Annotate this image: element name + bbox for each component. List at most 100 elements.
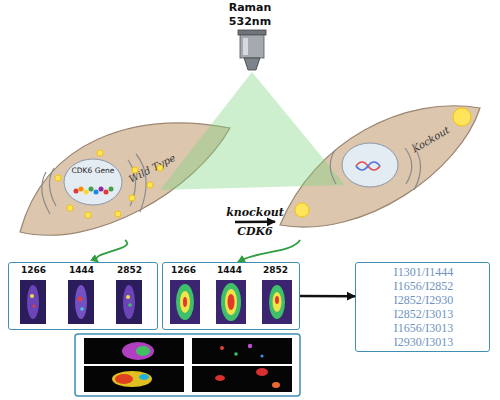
dna-strand <box>356 162 380 170</box>
raman-map-image <box>170 280 200 324</box>
flow-arrow <box>300 295 355 298</box>
stained-spot <box>215 375 225 381</box>
cell-map <box>27 285 39 319</box>
ratio-box: I1301/I1444I1656/I2852I2852/I2930I2852/I… <box>355 262 490 352</box>
cell-label: Wild Type <box>127 152 177 185</box>
wavenumber-label: 2852 <box>117 266 142 276</box>
objective-tip <box>244 58 260 70</box>
map-spot <box>32 304 35 307</box>
lipid-droplet <box>67 205 73 211</box>
stained-cell <box>112 371 152 387</box>
er-membrane <box>412 144 421 190</box>
fluorescence-image <box>84 338 184 364</box>
cell-membrane <box>20 123 230 235</box>
dna-bead <box>109 187 114 192</box>
cell-map <box>75 285 87 319</box>
ratio-label: I1656/I2852 <box>356 280 491 293</box>
ratio-label: I2852/I3013 <box>356 308 491 321</box>
stained-spot <box>220 346 224 350</box>
stained-spot <box>272 382 280 388</box>
stained-nucleus <box>136 346 150 356</box>
cell-map-core <box>273 292 282 312</box>
cell-map-core <box>180 291 190 313</box>
flow-arrow <box>238 240 300 262</box>
flow-arrow <box>235 221 275 224</box>
cell-map <box>221 283 241 321</box>
objective-highlight <box>243 38 248 55</box>
node-outline <box>63 158 123 206</box>
ratio-label: I2930/I3013 <box>356 336 491 349</box>
stained-spot <box>256 368 268 376</box>
dna-bead <box>84 190 89 195</box>
wavenumber-label: 2852 <box>263 266 288 276</box>
node-outline <box>15 120 235 240</box>
nucleus: CDK6 Gene <box>63 158 123 206</box>
wavenumber-label: 1444 <box>69 266 94 276</box>
lipid-droplet <box>55 175 61 181</box>
ratio-label: I2852/I2930 <box>356 294 491 307</box>
lipid-droplet <box>147 182 153 188</box>
knockout-cell: Kockout <box>275 100 485 240</box>
map-spot <box>30 294 34 298</box>
ratio-label: I1301/I1444 <box>356 266 491 279</box>
flow-arrow <box>96 240 127 262</box>
cell-map <box>269 285 285 319</box>
cell-map-peak <box>228 294 235 310</box>
raman-map-image <box>216 280 246 324</box>
wavenumber-label: 1266 <box>21 266 46 276</box>
raman-map-image <box>20 280 46 324</box>
dna-bead <box>79 187 84 192</box>
stained-cell <box>122 342 154 360</box>
objective-body <box>240 35 264 58</box>
dna-bead <box>99 187 104 192</box>
er-membrane <box>405 148 412 184</box>
instrument-label: Raman <box>210 2 290 14</box>
map-spot <box>78 297 83 302</box>
cell-map-core <box>225 289 237 315</box>
raman-map-image <box>68 280 94 324</box>
raman-map-image <box>262 280 292 324</box>
lipid-droplet <box>115 211 121 217</box>
lipid-droplet <box>97 150 103 156</box>
stained-spot <box>260 354 263 357</box>
node-outline <box>275 100 485 240</box>
objective-ring <box>238 30 266 35</box>
lipid-droplet <box>157 165 163 171</box>
stained-spot <box>139 374 149 380</box>
er-membrane <box>128 160 136 206</box>
lipid-droplet <box>132 167 138 173</box>
cell-map-peak <box>183 297 187 307</box>
map-spot <box>126 295 130 299</box>
er-membrane <box>49 168 56 206</box>
laser-beam <box>160 72 345 190</box>
dna-bead <box>89 187 94 192</box>
fluorescence-image <box>192 338 292 364</box>
map-spot <box>128 303 132 307</box>
spectral-map-panel: 1266 1444 2852 <box>8 262 158 330</box>
dna-bead <box>74 189 79 194</box>
gene-target-label: CDK6 <box>230 226 280 238</box>
dna-bead <box>94 190 99 195</box>
lipid-droplet <box>129 195 135 201</box>
map-spot <box>80 307 84 311</box>
cell-label: Kockout <box>410 124 451 154</box>
cell-map <box>176 284 194 320</box>
cell-membrane <box>280 106 480 227</box>
ratio-label: I1656/I3013 <box>356 322 491 335</box>
nuclear-envelope <box>64 159 122 205</box>
edge-label: knockout <box>226 207 284 219</box>
spectral-map-panel: 1266 1444 2852 <box>162 262 300 330</box>
fluorescence-image <box>84 366 184 392</box>
cell-map <box>123 285 135 319</box>
cell-map-peak <box>275 296 279 304</box>
wavenumber-label: 1444 <box>217 266 242 276</box>
dna-bead <box>104 190 109 195</box>
er-membrane <box>330 150 336 184</box>
stained-spot <box>234 352 238 356</box>
wavenumber-label: 1266 <box>171 266 196 276</box>
